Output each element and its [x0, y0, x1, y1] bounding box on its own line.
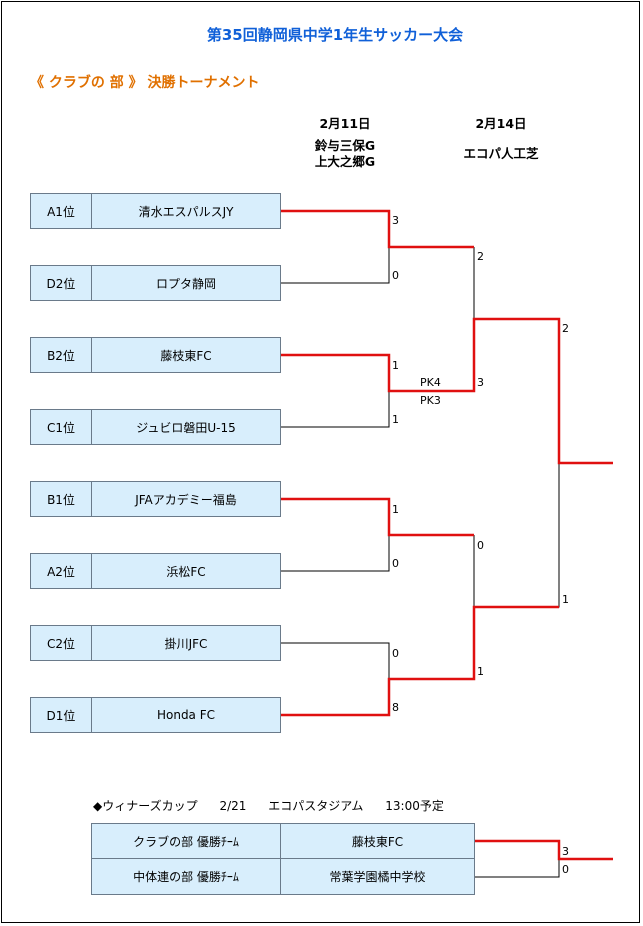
round1-header: 2月11日 鈴与三保G 上大之郷G [285, 116, 405, 170]
team-cell: Honda FC [91, 697, 281, 733]
seed-cell: D2位 [30, 265, 92, 301]
winners-cup-time: 13:00予定 [385, 799, 444, 813]
winners-cup-label: ◆ウィナーズカップ [93, 799, 198, 813]
bracket-line [281, 642, 390, 679]
bracket-win-line [281, 317, 613, 465]
cup-score: 3 [562, 845, 569, 858]
cup-team-cell: 常葉学園橘中学校 [280, 858, 475, 895]
score-semifinal: 2 [562, 322, 569, 335]
round2-header: 2月14日 エコパ人工芝 [441, 116, 561, 162]
bracket-win-line [281, 605, 559, 717]
bracket-line [281, 391, 390, 428]
score-r1: 8 [392, 701, 399, 714]
section-subtitle: 《 クラブの 部 》 決勝トーナメント [30, 75, 260, 91]
seed-cell: C2位 [30, 625, 92, 661]
score-r2: 0 [477, 539, 484, 552]
score-r1: 1 [392, 359, 399, 372]
team-cell: 浜松FC [91, 553, 281, 589]
score-r1: 3 [392, 214, 399, 227]
round1-date: 2月11日 [319, 116, 371, 131]
round1-venue-2: 上大之郷G [314, 154, 376, 169]
cup-score: 0 [562, 863, 569, 876]
team-cell: JFAアカデミー福島 [91, 481, 281, 517]
team-cell: 清水エスパルスJY [91, 193, 281, 229]
team-cell: 藤枝東FC [91, 337, 281, 373]
bracket-win-line [281, 497, 474, 537]
cup-label-cell: 中体連の部 優勝ﾁｰﾑ [91, 858, 281, 895]
team-cell: ロプタ静岡 [91, 265, 281, 301]
seed-cell: B1位 [30, 481, 92, 517]
bracket-line [281, 247, 390, 284]
seed-cell: A2位 [30, 553, 92, 589]
round2-date: 2月14日 [475, 116, 527, 131]
winners-cup-info: ◆ウィナーズカップ 2/21 エコパスタジアム 13:00予定 [93, 797, 462, 814]
team-cell: ジュビロ磐田U-15 [91, 409, 281, 445]
pk-score: PK4 [420, 376, 441, 389]
score-semifinal: 1 [562, 593, 569, 606]
pk-score: PK3 [420, 394, 441, 407]
score-r2: 2 [477, 250, 484, 263]
winners-cup-venue: エコパスタジアム [268, 799, 364, 813]
team-cell: 掛川JFC [91, 625, 281, 661]
score-r2: 3 [477, 376, 484, 389]
bracket-win-line [474, 839, 613, 861]
bracket-win-line [281, 209, 474, 249]
page-title: 第35回静岡県中学1年生サッカー大会 [206, 26, 464, 44]
seed-cell: B2位 [30, 337, 92, 373]
bracket-line [474, 463, 560, 608]
winners-cup-date: 2/21 [219, 799, 247, 813]
score-r1: 1 [392, 503, 399, 516]
cup-team-cell: 藤枝東FC [280, 823, 475, 859]
round1-venue-1: 鈴与三保G [314, 138, 376, 153]
round2-venue: エコパ人工芝 [463, 146, 539, 161]
score-r1: 1 [392, 413, 399, 426]
bracket-line [281, 535, 390, 572]
seed-cell: C1位 [30, 409, 92, 445]
cup-label-cell: クラブの部 優勝ﾁｰﾑ [91, 823, 281, 859]
score-r2: 1 [477, 665, 484, 678]
score-r1: 0 [392, 647, 399, 660]
bracket-line [474, 859, 560, 878]
score-r1: 0 [392, 557, 399, 570]
score-r1: 0 [392, 269, 399, 282]
